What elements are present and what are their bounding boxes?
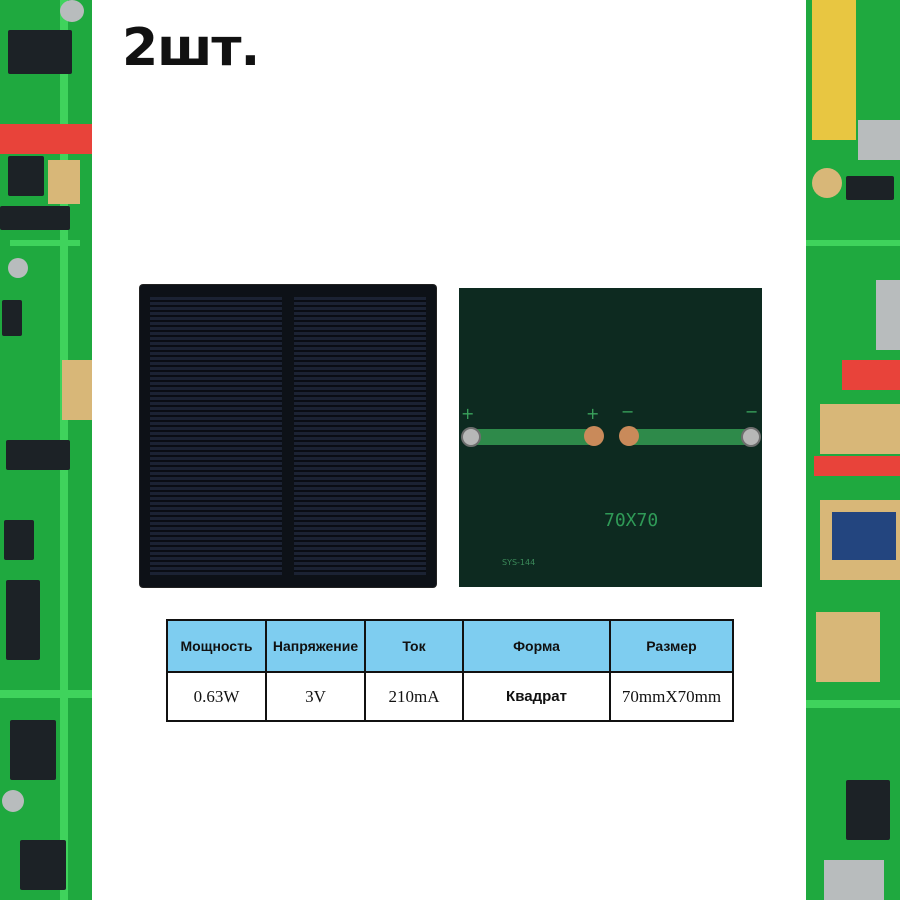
value-voltage: 3V <box>265 671 366 722</box>
terminal-screw-right <box>741 427 761 447</box>
value-current: 210mA <box>364 671 464 722</box>
header-voltage: Напряжение <box>265 619 366 673</box>
solar-cell-right <box>294 297 426 575</box>
quantity-title: 2шт. <box>122 18 260 78</box>
panel-code-label: SYS-144 <box>502 558 536 567</box>
spec-table-value-row: 0.63W 3V 210mA Квадрат 70mmX70mm <box>166 671 734 722</box>
solder-pad-negative <box>619 426 639 446</box>
value-shape: Квадрат <box>462 671 611 722</box>
spec-table-header-row: Мощность Напряжение Ток Форма Размер <box>166 619 734 673</box>
dimension-label: 70X70 <box>604 510 659 531</box>
header-current: Ток <box>364 619 464 673</box>
solder-pad-positive <box>584 426 604 446</box>
solar-panel-front <box>140 285 436 587</box>
plus-sign-center: + <box>586 404 600 423</box>
minus-sign-right: − <box>745 402 759 421</box>
pcb-photo-right <box>806 0 900 900</box>
pcb-photo-left <box>0 0 92 900</box>
plus-sign-left: + <box>461 404 475 423</box>
value-size: 70mmX70mm <box>609 671 734 722</box>
spec-table: Мощность Напряжение Ток Форма Размер 0.6… <box>166 619 734 722</box>
solar-panel-back: + + − − 70X70 SYS-144 <box>459 288 762 587</box>
terminal-screw-left <box>461 427 481 447</box>
solar-cell-left <box>150 297 282 575</box>
bus-bar-right <box>627 429 755 445</box>
header-shape: Форма <box>462 619 611 673</box>
header-size: Размер <box>609 619 734 673</box>
value-power: 0.63W <box>166 671 267 722</box>
header-power: Мощность <box>166 619 267 673</box>
minus-sign-center: − <box>621 402 635 421</box>
bus-bar-left <box>469 429 597 445</box>
